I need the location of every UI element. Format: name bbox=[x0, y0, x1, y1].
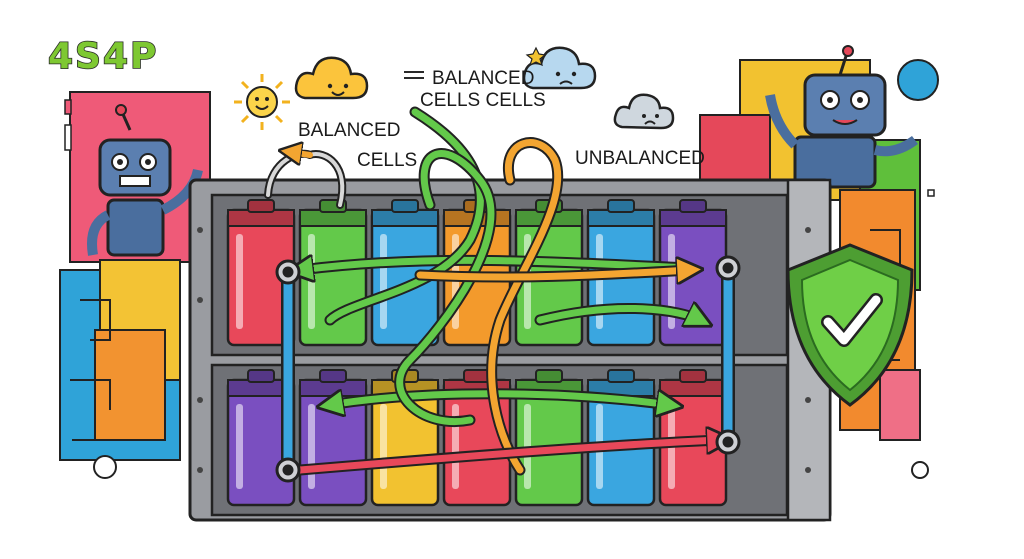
label-dash-marks bbox=[404, 71, 424, 79]
label-balanced-left-line2: CELLS bbox=[357, 150, 417, 171]
decor-tick bbox=[927, 189, 935, 197]
robot-right-icon bbox=[765, 45, 918, 189]
bottom-row-cell-2 bbox=[298, 369, 368, 507]
robot-left-icon bbox=[87, 104, 203, 257]
worried-cloud-icon bbox=[522, 46, 597, 90]
label-unbalanced: UNBALANCED bbox=[575, 148, 705, 169]
connector-joints bbox=[275, 255, 741, 483]
label-balanced-top-line1: BALANCED bbox=[432, 68, 534, 89]
decor-pink-small bbox=[879, 369, 921, 441]
shield-check-icon bbox=[786, 243, 914, 407]
label-balanced-left-line1: BALANCED bbox=[298, 120, 400, 141]
sun-icon bbox=[234, 74, 290, 130]
sad-cloud-icon bbox=[613, 93, 675, 130]
background-decor bbox=[59, 59, 939, 479]
diagram-title: 4S4P bbox=[48, 36, 158, 77]
decor-tick bbox=[64, 124, 72, 151]
label-balanced-top-line2: CELLS CELLS bbox=[420, 90, 546, 111]
decor-tick bbox=[64, 99, 72, 115]
decor-blue-circle bbox=[897, 59, 939, 101]
annotation-labels: BALANCED CELLS BALANCED CELLS CELLS UNBA… bbox=[298, 68, 705, 171]
happy-cloud-icon bbox=[294, 56, 369, 100]
decor-gear-left bbox=[93, 455, 117, 479]
decor-red-panel-right bbox=[699, 114, 771, 186]
balancing-wires bbox=[264, 106, 735, 477]
decor-orange-panel-left bbox=[94, 329, 166, 441]
decor-gear-right bbox=[911, 461, 929, 479]
top-row-cell-1 bbox=[226, 199, 296, 347]
bottom-row-cell-6 bbox=[586, 369, 656, 507]
rack-bolts bbox=[197, 227, 811, 473]
